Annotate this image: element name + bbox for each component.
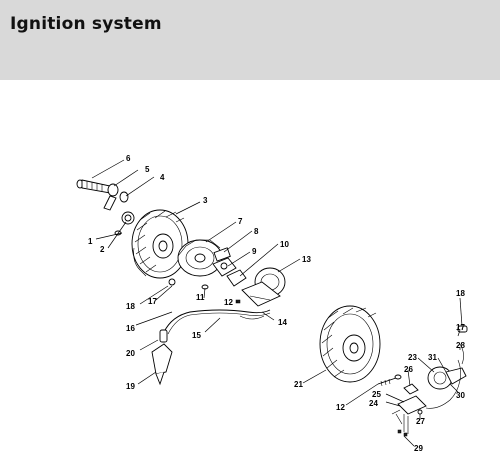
contact-set: [212, 247, 247, 287]
part-label-5: 5: [145, 165, 150, 174]
part-label-9: 9: [252, 247, 257, 256]
part-label-24: 24: [369, 399, 378, 408]
flywheel-lower: [319, 305, 381, 383]
part-label-30: 30: [456, 391, 465, 400]
part-label-21: 21: [294, 380, 303, 389]
part-label-27: 27: [416, 417, 425, 426]
part-label-4: 4: [160, 173, 165, 182]
part-label-13: 13: [302, 255, 311, 264]
nut-washer-assembly: [76, 179, 129, 211]
page-title: Ignition system: [10, 14, 162, 34]
part-label-19: 19: [126, 382, 135, 391]
screw-lower: [377, 374, 402, 387]
part-label-29: 29: [414, 444, 423, 453]
part-label-2: 2: [100, 245, 105, 254]
part-label-25: 25: [372, 390, 381, 399]
part-label-31: 31: [428, 353, 437, 362]
part-label-11: 11: [196, 293, 205, 302]
part-labels: 6 5 4 3 1 2 7 8 9 10 13 18 17 11 12 14 1…: [88, 154, 465, 453]
part-label-12-lower: 12: [336, 403, 345, 412]
part-label-7: 7: [238, 217, 243, 226]
stator-plate: [177, 239, 223, 277]
part-label-8: 8: [254, 227, 259, 236]
small-parts-upper: [168, 278, 241, 304]
ignition-lead: [151, 309, 271, 386]
part-label-23: 23: [408, 353, 417, 362]
part-label-18: 18: [126, 302, 135, 311]
flywheel-nut: [114, 211, 135, 236]
part-label-12: 12: [224, 298, 233, 307]
ignition-coil-lower: [425, 325, 468, 409]
flywheel-upper: [131, 209, 189, 279]
part-label-14: 14: [278, 318, 287, 327]
part-label-28: 28: [456, 341, 465, 350]
part-label-6: 6: [126, 154, 131, 163]
part-label-20: 20: [126, 349, 135, 358]
part-label-18-lower: 18: [456, 289, 465, 298]
part-label-1: 1: [88, 237, 93, 246]
part-label-16: 16: [126, 324, 135, 333]
part-label-26: 26: [404, 365, 413, 374]
part-label-10: 10: [280, 240, 289, 249]
module-parts: [391, 383, 427, 437]
part-label-3: 3: [203, 196, 208, 205]
leader-lines: [91, 159, 463, 447]
part-label-17: 17: [148, 297, 157, 306]
part-label-17-lower: 17: [456, 323, 465, 332]
header-bar: Ignition system: [0, 0, 500, 80]
ignition-coil-upper: [241, 267, 286, 307]
part-label-15: 15: [192, 331, 201, 340]
